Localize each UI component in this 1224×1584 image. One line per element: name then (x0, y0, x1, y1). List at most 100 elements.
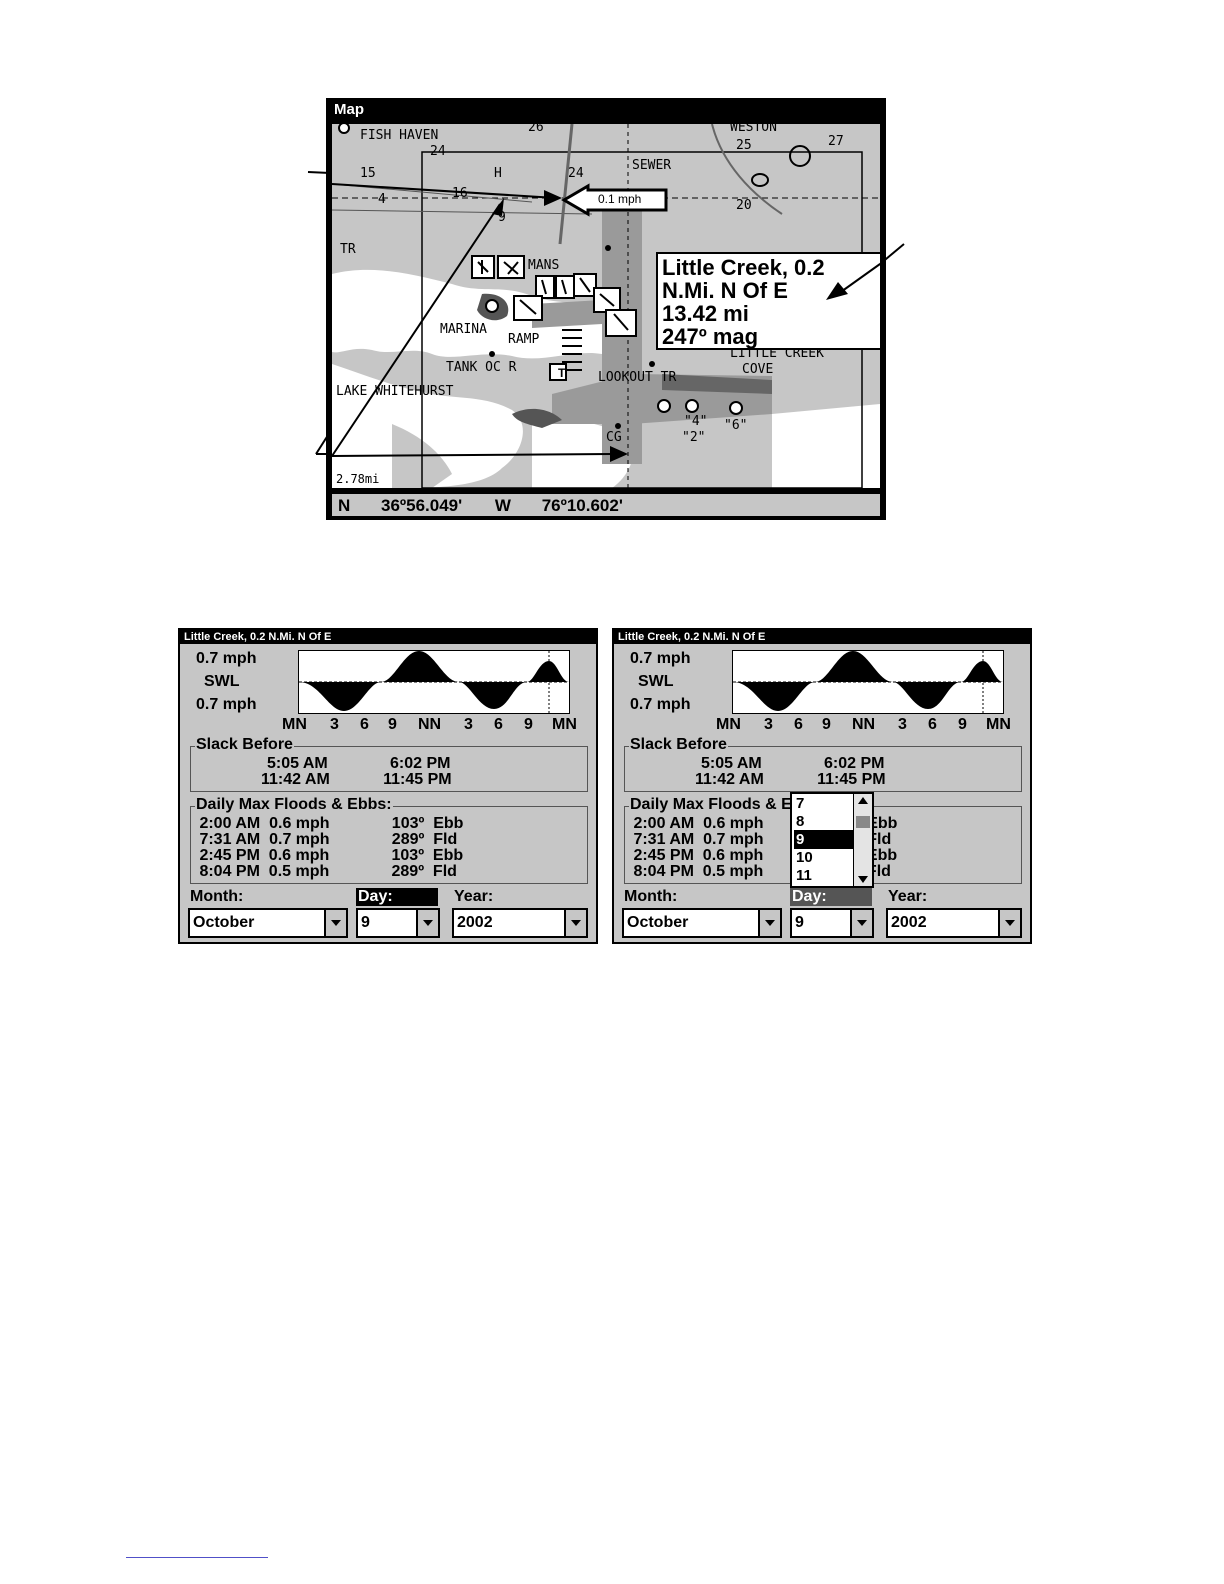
y-mid-label: SWL (638, 673, 674, 690)
x-tick: NN (418, 716, 442, 733)
x-tick: 6 (360, 716, 369, 733)
x-tick: 9 (388, 716, 397, 733)
map-status-bar: N 36º56.049' W 76º10.602' (332, 492, 880, 516)
label-cove: COVE (742, 362, 774, 377)
label-mans: MANS (528, 258, 560, 273)
label-weston: WESTON (730, 124, 777, 135)
day-select[interactable]: 9 (356, 908, 440, 938)
flood-ebb-row: 2:00 AM 0.6 mph 103º Ebb (195, 815, 464, 832)
label-24a: 24 (430, 144, 446, 159)
x-tick: 6 (494, 716, 503, 733)
day-option[interactable]: 8 (796, 813, 805, 830)
x-tick: MN (986, 716, 1011, 733)
label-fish-haven: FISH HAVEN (360, 128, 439, 143)
day-option-selected[interactable]: 9 (794, 830, 854, 849)
x-tick: 3 (464, 716, 473, 733)
label-25: 25 (736, 138, 752, 153)
month-label: Month: (624, 888, 678, 905)
day-option[interactable]: 10 (796, 849, 813, 866)
tide-curve (733, 651, 1003, 713)
chevron-down-icon[interactable] (850, 910, 872, 936)
x-tick: 6 (794, 716, 803, 733)
tide-curve (299, 651, 569, 713)
max-floods-ebbs-title: Daily Max Floods & Ebbs: (629, 796, 827, 814)
map-title: Map (328, 100, 884, 120)
lat-hemisphere: N (338, 496, 351, 515)
x-tick: 3 (764, 716, 773, 733)
label-marina: MARINA (440, 322, 487, 337)
label-sewer: SEWER (632, 158, 672, 173)
tide-screen-left: Little Creek, 0.2 N.Mi. N Of E 0.7 mph S… (178, 628, 598, 944)
day-label: Day: (356, 888, 438, 906)
day-value: 9 (361, 914, 370, 931)
chevron-down-icon[interactable] (324, 910, 346, 936)
month-value: October (627, 914, 689, 931)
slack-before-title: Slack Before (629, 736, 728, 754)
chevron-down-icon[interactable] (998, 910, 1020, 936)
footer-rule (126, 1557, 268, 1558)
year-value: 2002 (891, 914, 927, 931)
x-tick: MN (716, 716, 741, 733)
label-h: H (494, 166, 502, 181)
chevron-down-icon[interactable] (416, 910, 438, 936)
dropdown-scrollbar[interactable] (853, 794, 872, 886)
year-select[interactable]: 2002 (452, 908, 588, 938)
year-value: 2002 (457, 914, 493, 931)
y-top-label: 0.7 mph (630, 650, 691, 667)
slack-row: 5:05 AM 6:02 PM (701, 755, 885, 772)
slack-row: 11:42 AM 11:45 PM (261, 771, 452, 788)
callout-arrows (307, 171, 905, 455)
x-tick: 3 (330, 716, 339, 733)
slack-row: 11:42 AM 11:45 PM (695, 771, 886, 788)
scrollbar-arrows (856, 797, 870, 883)
x-tick: 9 (958, 716, 967, 733)
chevron-down-icon[interactable] (758, 910, 780, 936)
longitude: 76º10.602' (541, 496, 623, 515)
max-floods-ebbs-title: Daily Max Floods & Ebbs: (195, 796, 393, 814)
day-option[interactable]: 7 (796, 795, 805, 812)
label-20: 20 (736, 198, 752, 213)
x-tick: 6 (928, 716, 937, 733)
label-4: 4 (378, 192, 386, 207)
label-q2: "2" (682, 430, 706, 445)
popup-line-3: 13.42 mi (662, 301, 749, 326)
tide-graph (732, 650, 1004, 714)
current-arrow-shape (561, 183, 668, 217)
label-15: 15 (360, 166, 376, 181)
x-tick: 9 (822, 716, 831, 733)
label-lake-whitehurst: LAKE WHITEHURST (336, 384, 454, 399)
map-screen: Map (326, 98, 886, 520)
popup-line-4: 247º mag (662, 324, 759, 349)
label-lookout-tr: LOOKOUT TR (598, 370, 677, 385)
x-tick: 9 (524, 716, 533, 733)
chevron-down-icon[interactable] (564, 910, 586, 936)
label-ramp: RAMP (508, 332, 540, 347)
tide-station-popup: Little Creek, 0.2 N.Mi. N Of E 13.42 mi … (656, 252, 880, 350)
year-label: Year: (454, 888, 494, 905)
month-select[interactable]: October (622, 908, 782, 938)
label-9: 9 (498, 210, 506, 225)
y-top-label: 0.7 mph (196, 650, 257, 667)
day-option[interactable]: 11 (796, 867, 812, 884)
y-mid-label: SWL (204, 673, 240, 690)
day-value: 9 (795, 914, 804, 931)
day-dropdown-list[interactable]: 7 8 9 10 11 (790, 792, 874, 888)
map-chart[interactable]: T FISH HAVEN 26 WESTON 24 25 27 SEWER (332, 124, 880, 488)
label-24b: 24 (568, 166, 584, 181)
label-27: 27 (828, 134, 844, 149)
month-select[interactable]: October (188, 908, 348, 938)
tide-title: Little Creek, 0.2 N.Mi. N Of E (180, 630, 596, 644)
max-floods-ebbs-group: Daily Max Floods & Ebbs: 2:00 AM 0.6 mph… (190, 796, 588, 884)
label-16: 16 (452, 186, 468, 201)
day-select[interactable]: 9 (790, 908, 874, 938)
popup-line-1: Little Creek, 0.2 (662, 255, 825, 280)
current-arrow-label: 0.1 mph (598, 192, 642, 206)
slack-before-group: Slack Before 5:05 AM 6:02 PM 11:42 AM 11… (624, 736, 1022, 792)
lon-hemisphere: W (494, 496, 511, 515)
tide-screen-right: Little Creek, 0.2 N.Mi. N Of E 0.7 mph S… (612, 628, 1032, 944)
x-tick: NN (852, 716, 876, 733)
year-select[interactable]: 2002 (886, 908, 1022, 938)
slack-before-group: Slack Before 5:05 AM 6:02 PM 11:42 AM 11… (190, 736, 588, 792)
x-tick: MN (282, 716, 307, 733)
map-scale: 2.78mi (336, 472, 380, 486)
